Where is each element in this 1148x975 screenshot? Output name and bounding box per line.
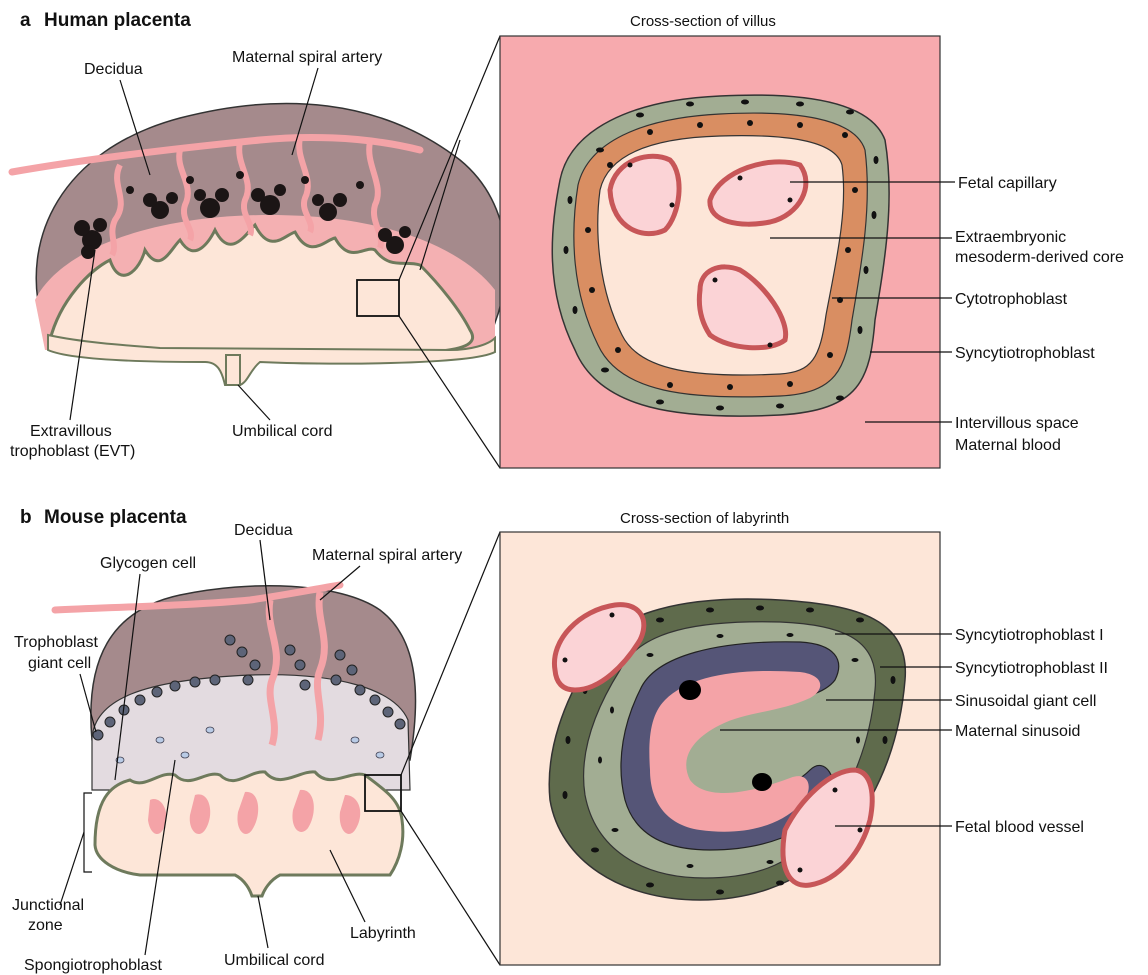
mouse-inset-title: Cross-section of labyrinth <box>620 510 789 527</box>
panel-b-letter: b <box>20 507 32 528</box>
villus-cytotrophoblast-label: Cytotrophoblast <box>955 291 1068 308</box>
villus-core-label-1: Extraembryonic <box>955 229 1066 246</box>
panel-b-inset: Cross-section of labyrinth <box>500 510 1108 965</box>
labyrinth-sinusoid-label: Maternal sinusoid <box>955 723 1080 740</box>
mouse-umbilical-label: Umbilical cord <box>224 952 324 969</box>
labyrinth-sgc-label: Sinusoidal giant cell <box>955 693 1096 710</box>
labyrinth-syn2-label: Syncytiotrophoblast II <box>955 660 1108 677</box>
mouse-glycogen-label: Glycogen cell <box>100 555 196 572</box>
labyrinth-fetal-vessel-label: Fetal blood vessel <box>955 819 1084 836</box>
panel-b: b Mouse placenta <box>12 507 500 974</box>
human-inset-title: Cross-section of villus <box>630 13 776 30</box>
human-umbilical-cord <box>226 355 240 385</box>
villus-syncytiotrophoblast-label: Syncytiotrophoblast <box>955 345 1095 362</box>
human-spiral-artery-label: Maternal spiral artery <box>232 49 382 66</box>
labyrinth-syn1-label: Syncytiotrophoblast I <box>955 627 1104 644</box>
mouse-tgc-label-1: Trophoblast <box>14 634 98 651</box>
mouse-spongio-label: Spongiotrophoblast <box>24 957 162 974</box>
mouse-jz-bracket <box>84 793 92 872</box>
mouse-jz-label-1: Junctional <box>12 897 84 914</box>
panel-b-title: Mouse placenta <box>44 507 187 528</box>
villus-fetal-capillary-label: Fetal capillary <box>958 175 1057 192</box>
mouse-labyrinth <box>95 772 403 896</box>
mouse-labyrinth-label: Labyrinth <box>350 925 416 942</box>
human-umbilical-label: Umbilical cord <box>232 423 332 440</box>
human-evt-label-2: trophoblast (EVT) <box>10 443 135 460</box>
human-evt-label-1: Extravillous <box>30 423 112 440</box>
villus-ivs-label-1: Intervillous space <box>955 415 1079 432</box>
villus-core-label-2: mesoderm-derived core <box>955 249 1124 266</box>
panel-a: a Human placenta D <box>10 10 506 468</box>
panel-a-title: Human placenta <box>44 10 191 31</box>
villus-ivs-label-2: Maternal blood <box>955 437 1061 454</box>
mouse-tgc-label-2: giant cell <box>28 655 91 672</box>
panel-a-inset: Cross-section of villus <box>500 13 1124 468</box>
panel-a-letter: a <box>20 10 31 31</box>
mouse-jz-label-2: zone <box>28 917 63 934</box>
human-decidua-label: Decidua <box>84 61 143 78</box>
mouse-spiral-artery-label: Maternal spiral artery <box>312 547 462 564</box>
mouse-decidua-label: Decidua <box>234 522 293 539</box>
mouse-spiral-artery-2 <box>317 592 324 740</box>
